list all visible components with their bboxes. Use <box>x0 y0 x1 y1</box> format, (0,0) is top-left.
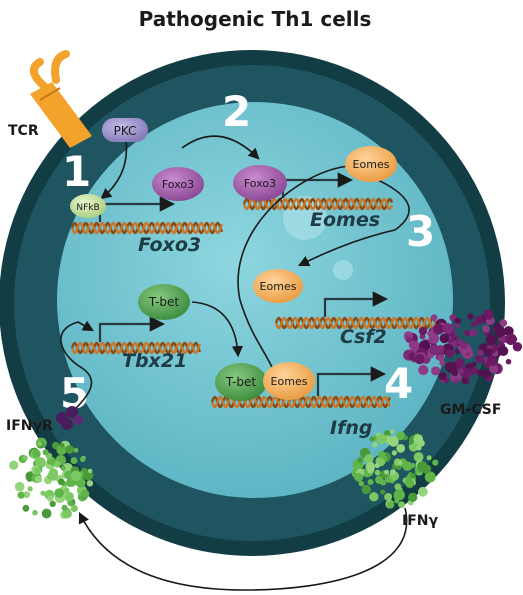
ifng-label: IFNγ <box>402 513 438 529</box>
ifng-secreted-cluster <box>351 429 439 509</box>
nucleus-highlight-small <box>333 260 353 280</box>
tbet-protein-2: T-bet <box>215 363 267 401</box>
eomes-label-2: Eomes <box>260 280 297 293</box>
nfkb-protein: NFkB <box>70 194 106 218</box>
gene-label-csf2: Csf2 <box>340 326 387 348</box>
pkc-protein: PKC <box>102 118 148 142</box>
eomes-to-ifng-arrow <box>237 165 351 391</box>
step-number-1: 1 <box>62 147 91 196</box>
eomes-protein-2: Eomes <box>253 269 303 303</box>
step-number-2: 2 <box>222 87 251 136</box>
ifngr-receptor <box>56 406 83 430</box>
pkc-to-nfkb-arrow <box>100 139 128 200</box>
foxo3-label-2: Foxo3 <box>244 177 276 190</box>
foxo3-protein-1: Foxo3 <box>152 167 204 201</box>
dna-strand-foxo3 <box>70 221 224 235</box>
gene-label-ifng: Ifng <box>330 417 372 439</box>
nfkb-label: NFkB <box>76 203 99 213</box>
dna-strand-csf2 <box>274 316 438 330</box>
tbet-label-2: T-bet <box>225 375 257 389</box>
pkc-label: PKC <box>114 124 137 138</box>
eomes-to-eomes-arrow <box>297 179 410 267</box>
dna-strand-tbx21 <box>70 341 202 355</box>
ifng-tss-arrow <box>316 366 387 396</box>
foxo3-to-foxo3-arrow <box>181 135 260 160</box>
tcr-label: TCR <box>8 123 39 139</box>
tbet-to-ifng-arrow <box>191 301 244 358</box>
csf2-tss-arrow <box>323 291 389 317</box>
foxo3-label-1: Foxo3 <box>162 178 194 191</box>
ifng-bound-cluster <box>9 437 94 519</box>
foxo3-protein-2: Foxo3 <box>233 165 287 201</box>
gmcsf-label: GM-CSF <box>440 402 501 418</box>
step-number-3: 3 <box>406 207 435 256</box>
gene-label-eomes: Eomes <box>310 209 380 231</box>
tbx21-tss-arrow <box>98 316 166 342</box>
ifngr-label: IFNγR <box>6 418 53 434</box>
eomes-protein-3: Eomes <box>263 362 315 400</box>
gmcsf-cluster <box>403 309 523 385</box>
gene-label-tbx21: Tbx21 <box>122 350 187 372</box>
eomes-protein-1: Eomes <box>345 146 397 182</box>
tbet-label-1: T-bet <box>148 295 180 309</box>
tcr-receptor <box>30 50 92 148</box>
diagram-title: Pathogenic Th1 cells <box>139 7 372 31</box>
ifng-feedback-arrow <box>78 507 408 591</box>
eomes-label-3: Eomes <box>271 375 308 388</box>
gene-label-foxo3: Foxo3 <box>138 234 201 256</box>
ifngr-to-tbx21-arrow <box>60 320 94 413</box>
eomes-label-1: Eomes <box>353 158 390 171</box>
tbet-protein-1: T-bet <box>138 284 190 320</box>
